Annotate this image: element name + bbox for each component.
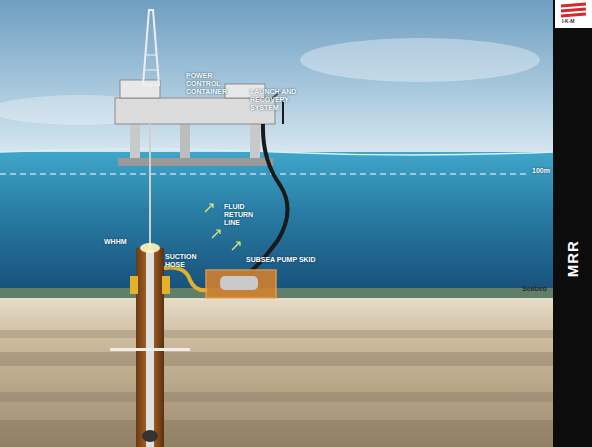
part-label: LAUNCH AND RECOVERY SYSTEM [250, 88, 300, 112]
part-label: FLUID RETURN LINE [224, 203, 270, 227]
side-title: MRR [564, 234, 581, 284]
part-label: POWER CONTROL CONTAINER [186, 72, 234, 96]
part-label: WHHM [104, 238, 127, 246]
seabed-label: Seabed [522, 285, 547, 293]
depth-label: 100m [532, 167, 550, 175]
logo-text: I-K-M [562, 19, 575, 25]
part-label: SUBSEA PUMP SKID [246, 256, 316, 264]
part-label: SUCTION HOSE [165, 253, 195, 269]
